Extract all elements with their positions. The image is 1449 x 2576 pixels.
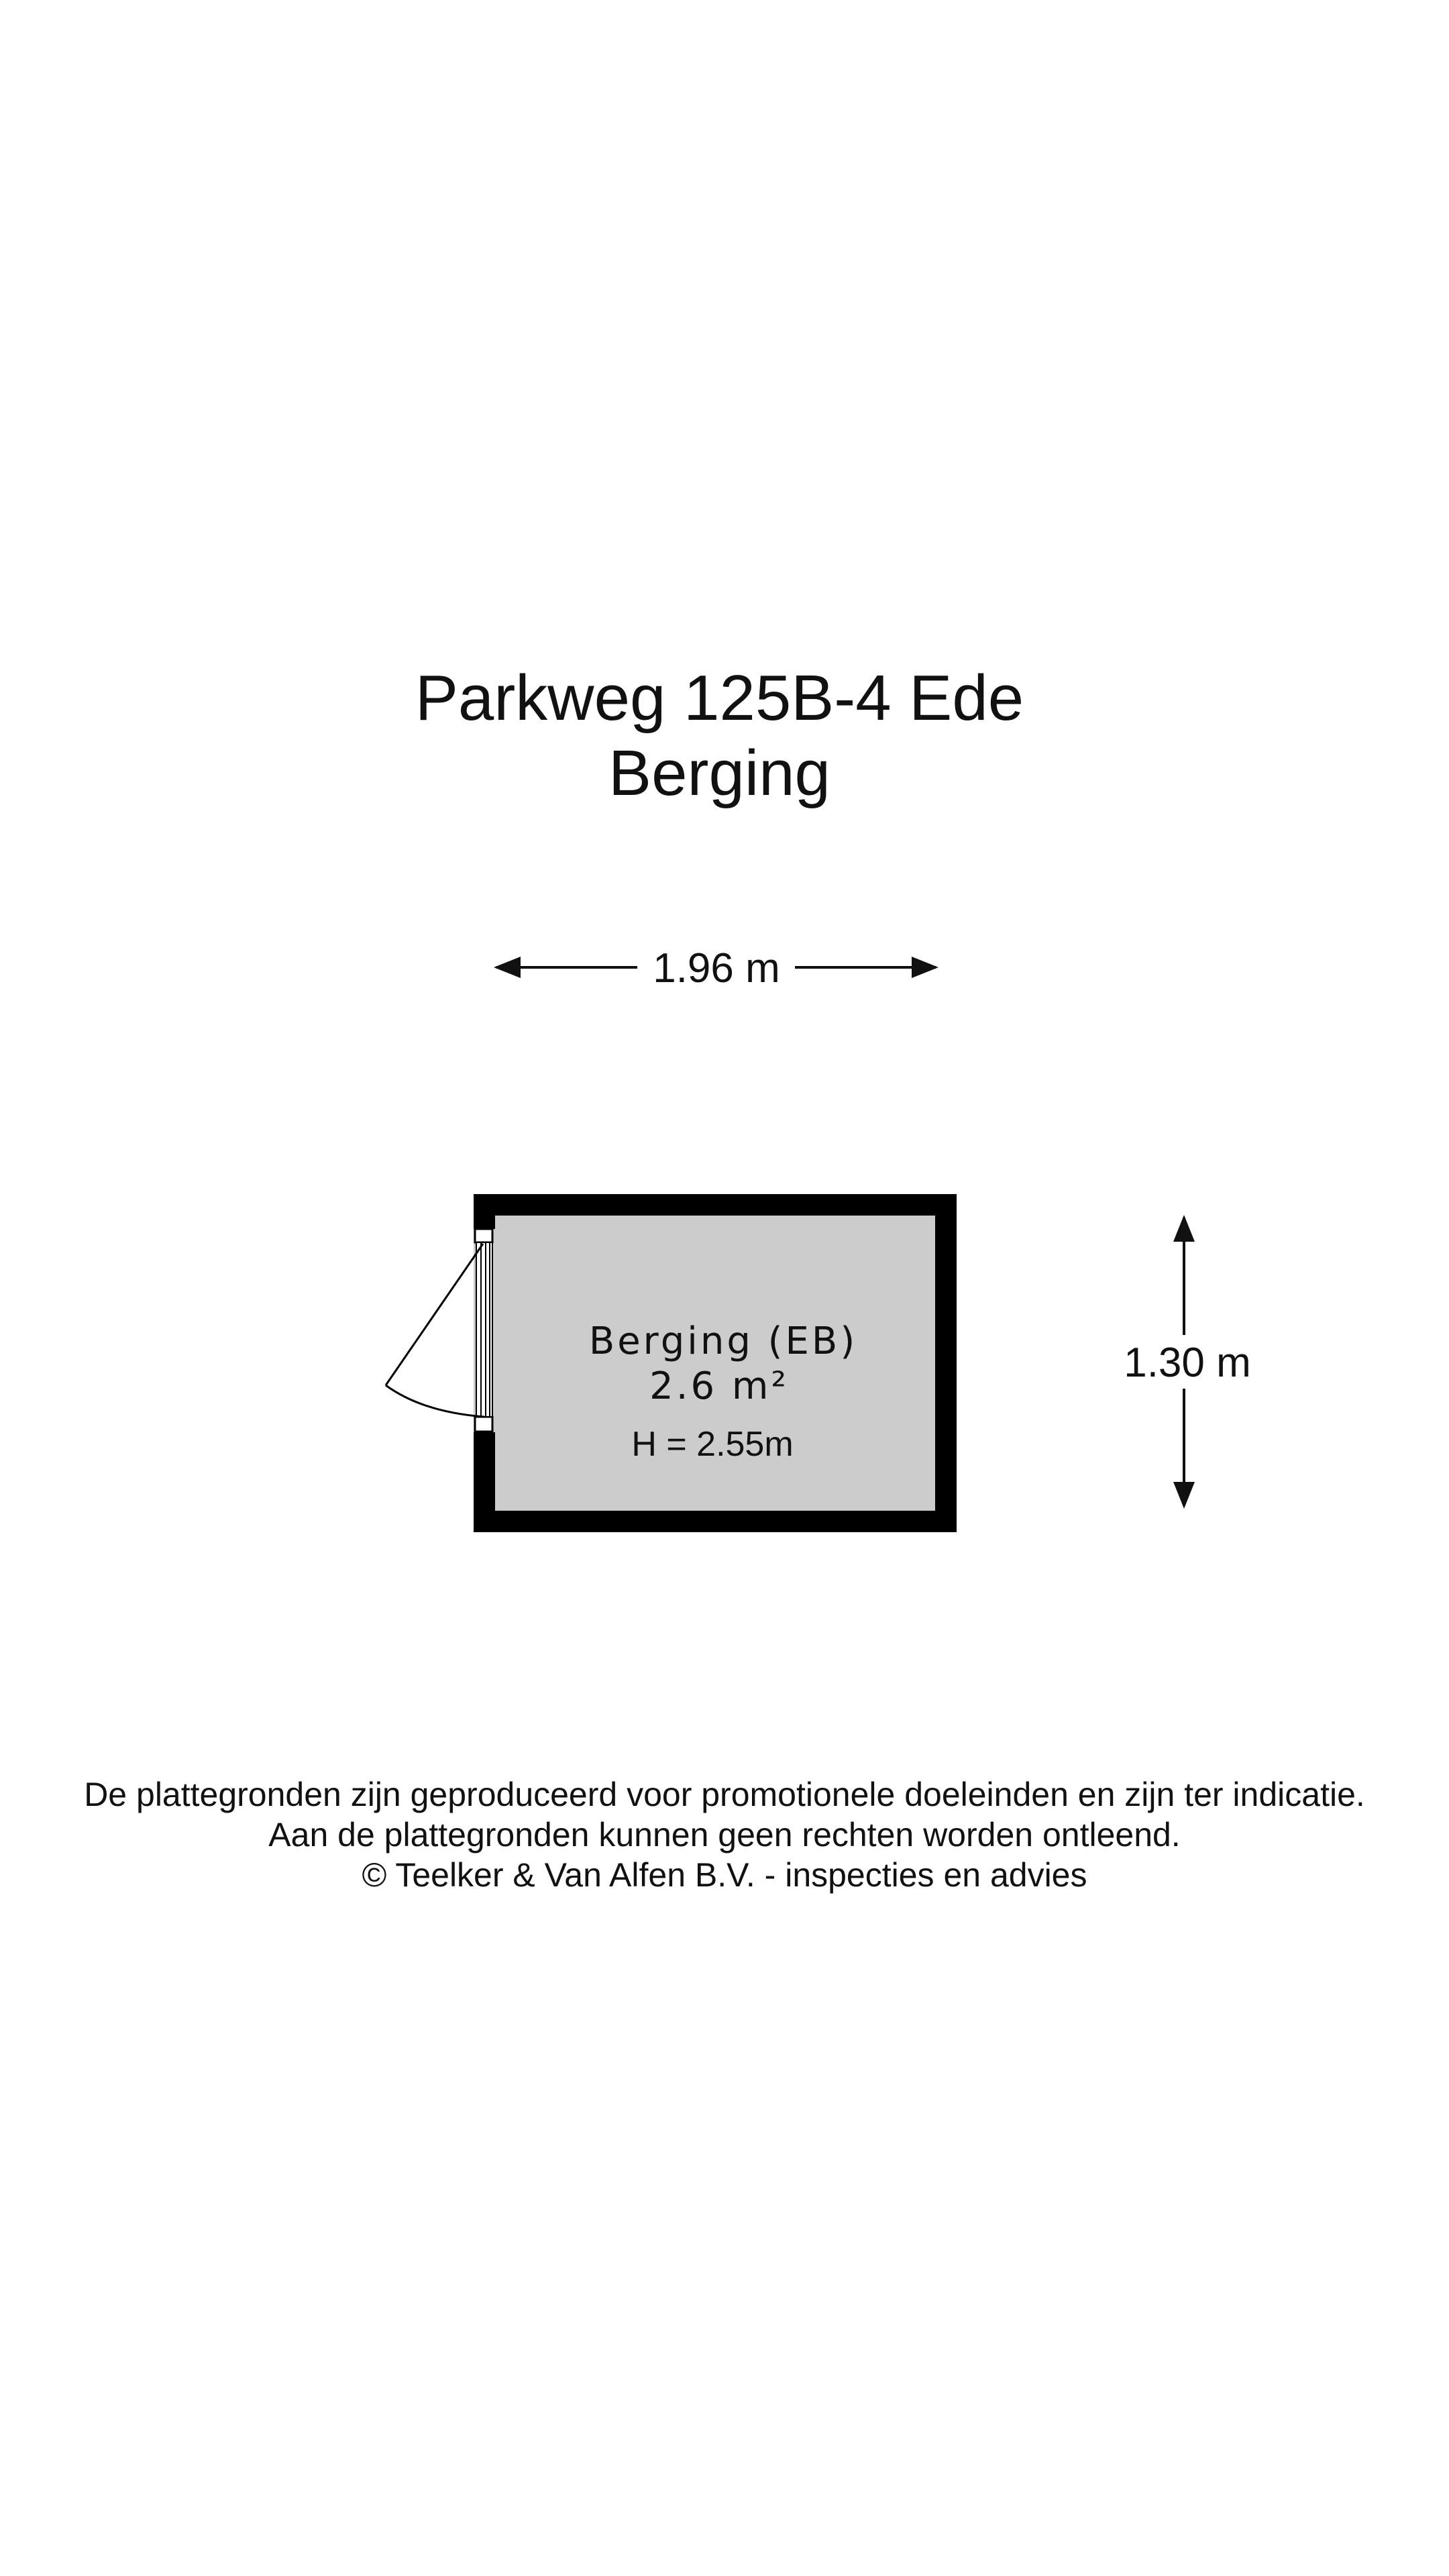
- door: [384, 1228, 494, 1433]
- room-floor: [474, 1194, 957, 1532]
- room-berging: Berging (EB) 2.6 m² H = 2.55m: [384, 1194, 957, 1532]
- wall-left-upper: [474, 1194, 495, 1229]
- disclaimer: De plattegronden zijn geproduceerd voor …: [0, 1774, 1449, 1895]
- door-swing-arc: [385, 1384, 485, 1418]
- door-swing-leaf: [384, 1243, 484, 1386]
- disclaimer-copyright: © Teelker & Van Alfen B.V. - inspecties …: [362, 1856, 1087, 1894]
- width-dimension-label: 1.96 m: [653, 945, 780, 991]
- room-area: 2.6 m²: [649, 1364, 789, 1408]
- room-name: Berging (EB): [589, 1320, 857, 1363]
- room-ceiling-height: H = 2.55m: [631, 1425, 793, 1464]
- address-title: Parkweg 125B-4 Ede: [415, 662, 1024, 734]
- width-dimension: 1.96 m: [494, 945, 938, 991]
- plan-title-block: Parkweg 125B-4 Ede Berging: [0, 661, 1439, 811]
- wall-right: [935, 1194, 957, 1532]
- door-jamb-top: [474, 1228, 494, 1244]
- door-jamb-bottom: [474, 1415, 494, 1433]
- wall-left-lower: [474, 1432, 495, 1532]
- floor-title: Berging: [608, 737, 830, 809]
- disclaimer-line-2: Aan de plattegronden kunnen geen rechten…: [268, 1816, 1181, 1854]
- disclaimer-line-1: De plattegronden zijn geproduceerd voor …: [84, 1776, 1365, 1813]
- height-dimension-label: 1.30 m: [1124, 1340, 1251, 1386]
- wall-top: [474, 1194, 957, 1216]
- height-dimension: 1.30 m: [1124, 1215, 1251, 1509]
- wall-bottom: [474, 1511, 957, 1532]
